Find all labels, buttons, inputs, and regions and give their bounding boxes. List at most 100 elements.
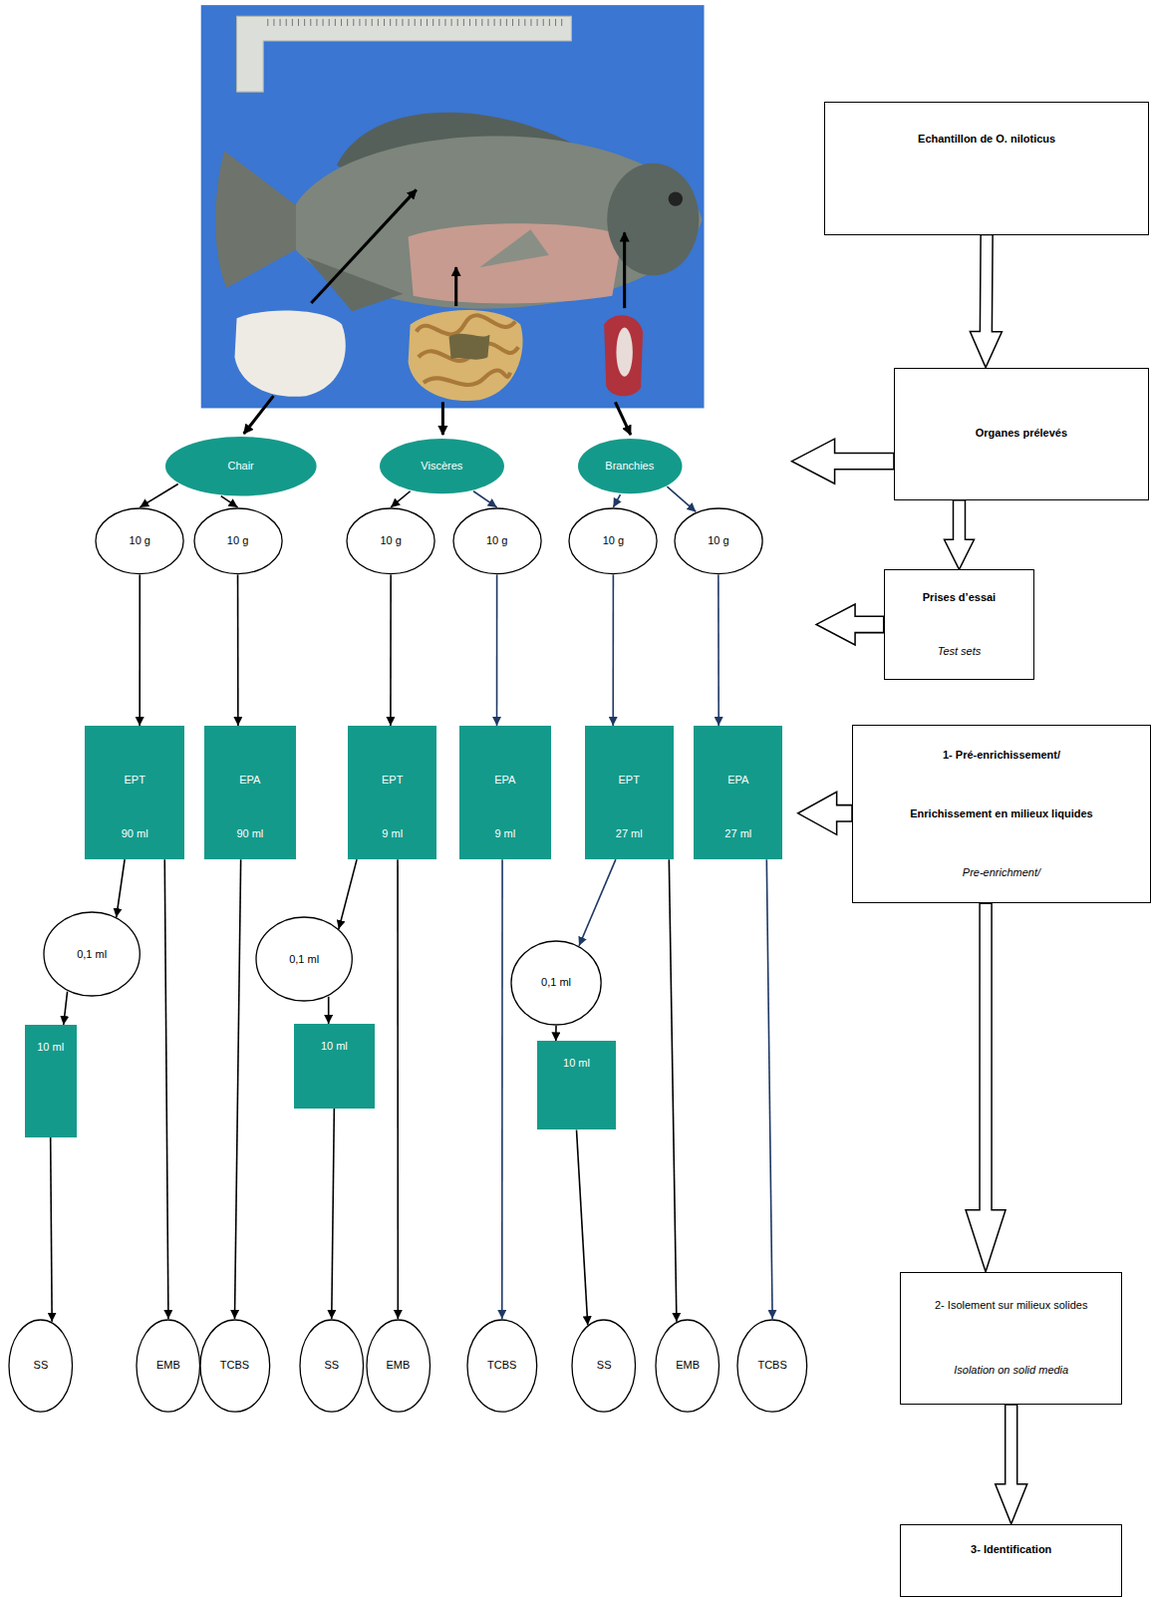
step-box: 3- Identification — [899, 1523, 1123, 1598]
organ-arrow — [614, 401, 630, 435]
anal-fin — [305, 257, 403, 311]
ellipse-shape — [8, 1319, 73, 1412]
node-text: Branchies — [604, 459, 654, 474]
node-text: 10 ml — [36, 1040, 64, 1055]
flow-arrow — [496, 574, 499, 726]
enrichment-broth-box: EPA90 ml — [204, 725, 296, 860]
organ-arrow — [441, 401, 445, 435]
test-portion-circle: 10 g — [94, 507, 185, 576]
node-text: Prises d’essai — [922, 590, 996, 605]
agar-plate-circle: SS — [7, 1318, 74, 1413]
ellipse-shape — [467, 1319, 538, 1412]
node-text: 2- Isolement sur milieux solides — [934, 1298, 1088, 1313]
subculture-volume-ellipse: 0,1 ml — [510, 939, 602, 1026]
test-portion-circle: 10 g — [345, 507, 436, 576]
flow-arrow — [717, 574, 720, 726]
selective-broth-box: 10 ml — [293, 1023, 375, 1109]
ellipse-shape — [453, 508, 542, 575]
flow-arrow — [234, 859, 241, 1319]
node-text: 9 ml — [381, 827, 403, 842]
fish-tail — [215, 150, 301, 288]
sampling-arrow — [310, 189, 416, 303]
organ-ellipse: Chair — [164, 435, 318, 497]
ellipse-shape — [43, 911, 140, 996]
ellipse-shape — [200, 1319, 271, 1412]
gill-arch — [615, 327, 632, 377]
node-text: 27 ml — [615, 827, 643, 842]
flow-arrow — [116, 859, 125, 917]
node-text: Echantillon de O. niloticus — [917, 132, 1056, 147]
node-text: 10 g — [707, 534, 729, 549]
ellipse-shape — [256, 916, 352, 1001]
sampling-arrow — [622, 232, 626, 308]
flow-arrow — [221, 496, 239, 508]
ellipse-shape — [572, 1319, 636, 1412]
organ-ellipse: Viscères — [378, 437, 506, 495]
test-portion-circle: 10 g — [673, 507, 764, 576]
ellipse-shape — [674, 508, 763, 575]
node-text: Viscères — [420, 459, 463, 474]
ellipse-shape — [194, 508, 283, 575]
subculture-volume-ellipse: 0,1 ml — [255, 915, 353, 1002]
flow-arrow — [138, 574, 141, 726]
flesh-sample — [235, 309, 346, 396]
selective-broth-box: 10 ml — [537, 1040, 617, 1130]
fish-eye — [668, 191, 683, 206]
node-text: SS — [596, 1358, 612, 1373]
ellipse-shape — [299, 1319, 364, 1412]
agar-plate-circle: TCBS — [199, 1318, 272, 1413]
node-text: 10 ml — [320, 1039, 348, 1054]
flow-arrow — [766, 859, 773, 1319]
flow-arrow — [576, 1129, 588, 1325]
pointer-arrow — [792, 438, 894, 484]
process-arrow — [943, 500, 974, 571]
step-box: 2- Isolement sur milieux solidesIsolatio… — [899, 1271, 1123, 1405]
flow-arrow — [501, 859, 504, 1319]
viscera-dark-part — [449, 333, 491, 360]
node-text: 10 g — [602, 534, 624, 549]
flow-arrow — [63, 991, 68, 1025]
flow-arrow — [666, 486, 696, 512]
process-arrow — [969, 234, 1002, 367]
node-text: 0,1 ml — [76, 947, 107, 962]
ellipse-shape — [95, 508, 184, 575]
viscera-sample — [408, 309, 524, 401]
ruler-ticks — [267, 18, 567, 26]
pectoral-fin — [479, 229, 550, 268]
test-portion-circle: 10 g — [452, 507, 543, 576]
agar-plate-circle: EMB — [365, 1318, 432, 1413]
node-text: 9 ml — [494, 827, 516, 842]
organ-arrow — [244, 395, 275, 434]
node-text: Test sets — [937, 644, 982, 659]
flow-arrow — [327, 996, 330, 1024]
node-text: 27 ml — [724, 827, 752, 842]
test-portion-circle: 10 g — [193, 507, 284, 576]
test-portion-circle: 10 g — [568, 507, 658, 576]
node-text: Chair — [227, 459, 254, 474]
ellipse-shape — [655, 1319, 720, 1412]
node-text: 0,1 ml — [541, 975, 572, 990]
ellipse-shape — [737, 1319, 808, 1412]
process-arrow — [995, 1404, 1028, 1524]
agar-plate-circle: TCBS — [736, 1318, 809, 1413]
ellipse-shape — [136, 1319, 201, 1412]
ellipse-shape — [379, 438, 505, 494]
agar-plate-circle: TCBS — [466, 1318, 539, 1413]
flow-arrow — [668, 859, 677, 1322]
step-box: Prises d’essaiTest sets — [883, 569, 1036, 680]
sampling-arrow — [454, 267, 458, 306]
node-text: TCBS — [757, 1358, 787, 1373]
enrichment-broth-box: EPA27 ml — [693, 725, 783, 860]
node-text: EPT — [618, 773, 640, 788]
node-text: 0,1 ml — [288, 952, 319, 967]
node-text: TCBS — [487, 1358, 517, 1373]
agar-plate-circle: SS — [298, 1318, 365, 1413]
opened-belly — [408, 223, 623, 303]
ellipse-shape — [577, 438, 682, 494]
viscera-coils — [416, 314, 519, 385]
enrichment-broth-box: EPT 27 ml — [584, 725, 674, 860]
node-text: EPA — [239, 773, 261, 788]
node-text: 10 g — [486, 534, 508, 549]
node-text: EMB — [385, 1358, 410, 1373]
